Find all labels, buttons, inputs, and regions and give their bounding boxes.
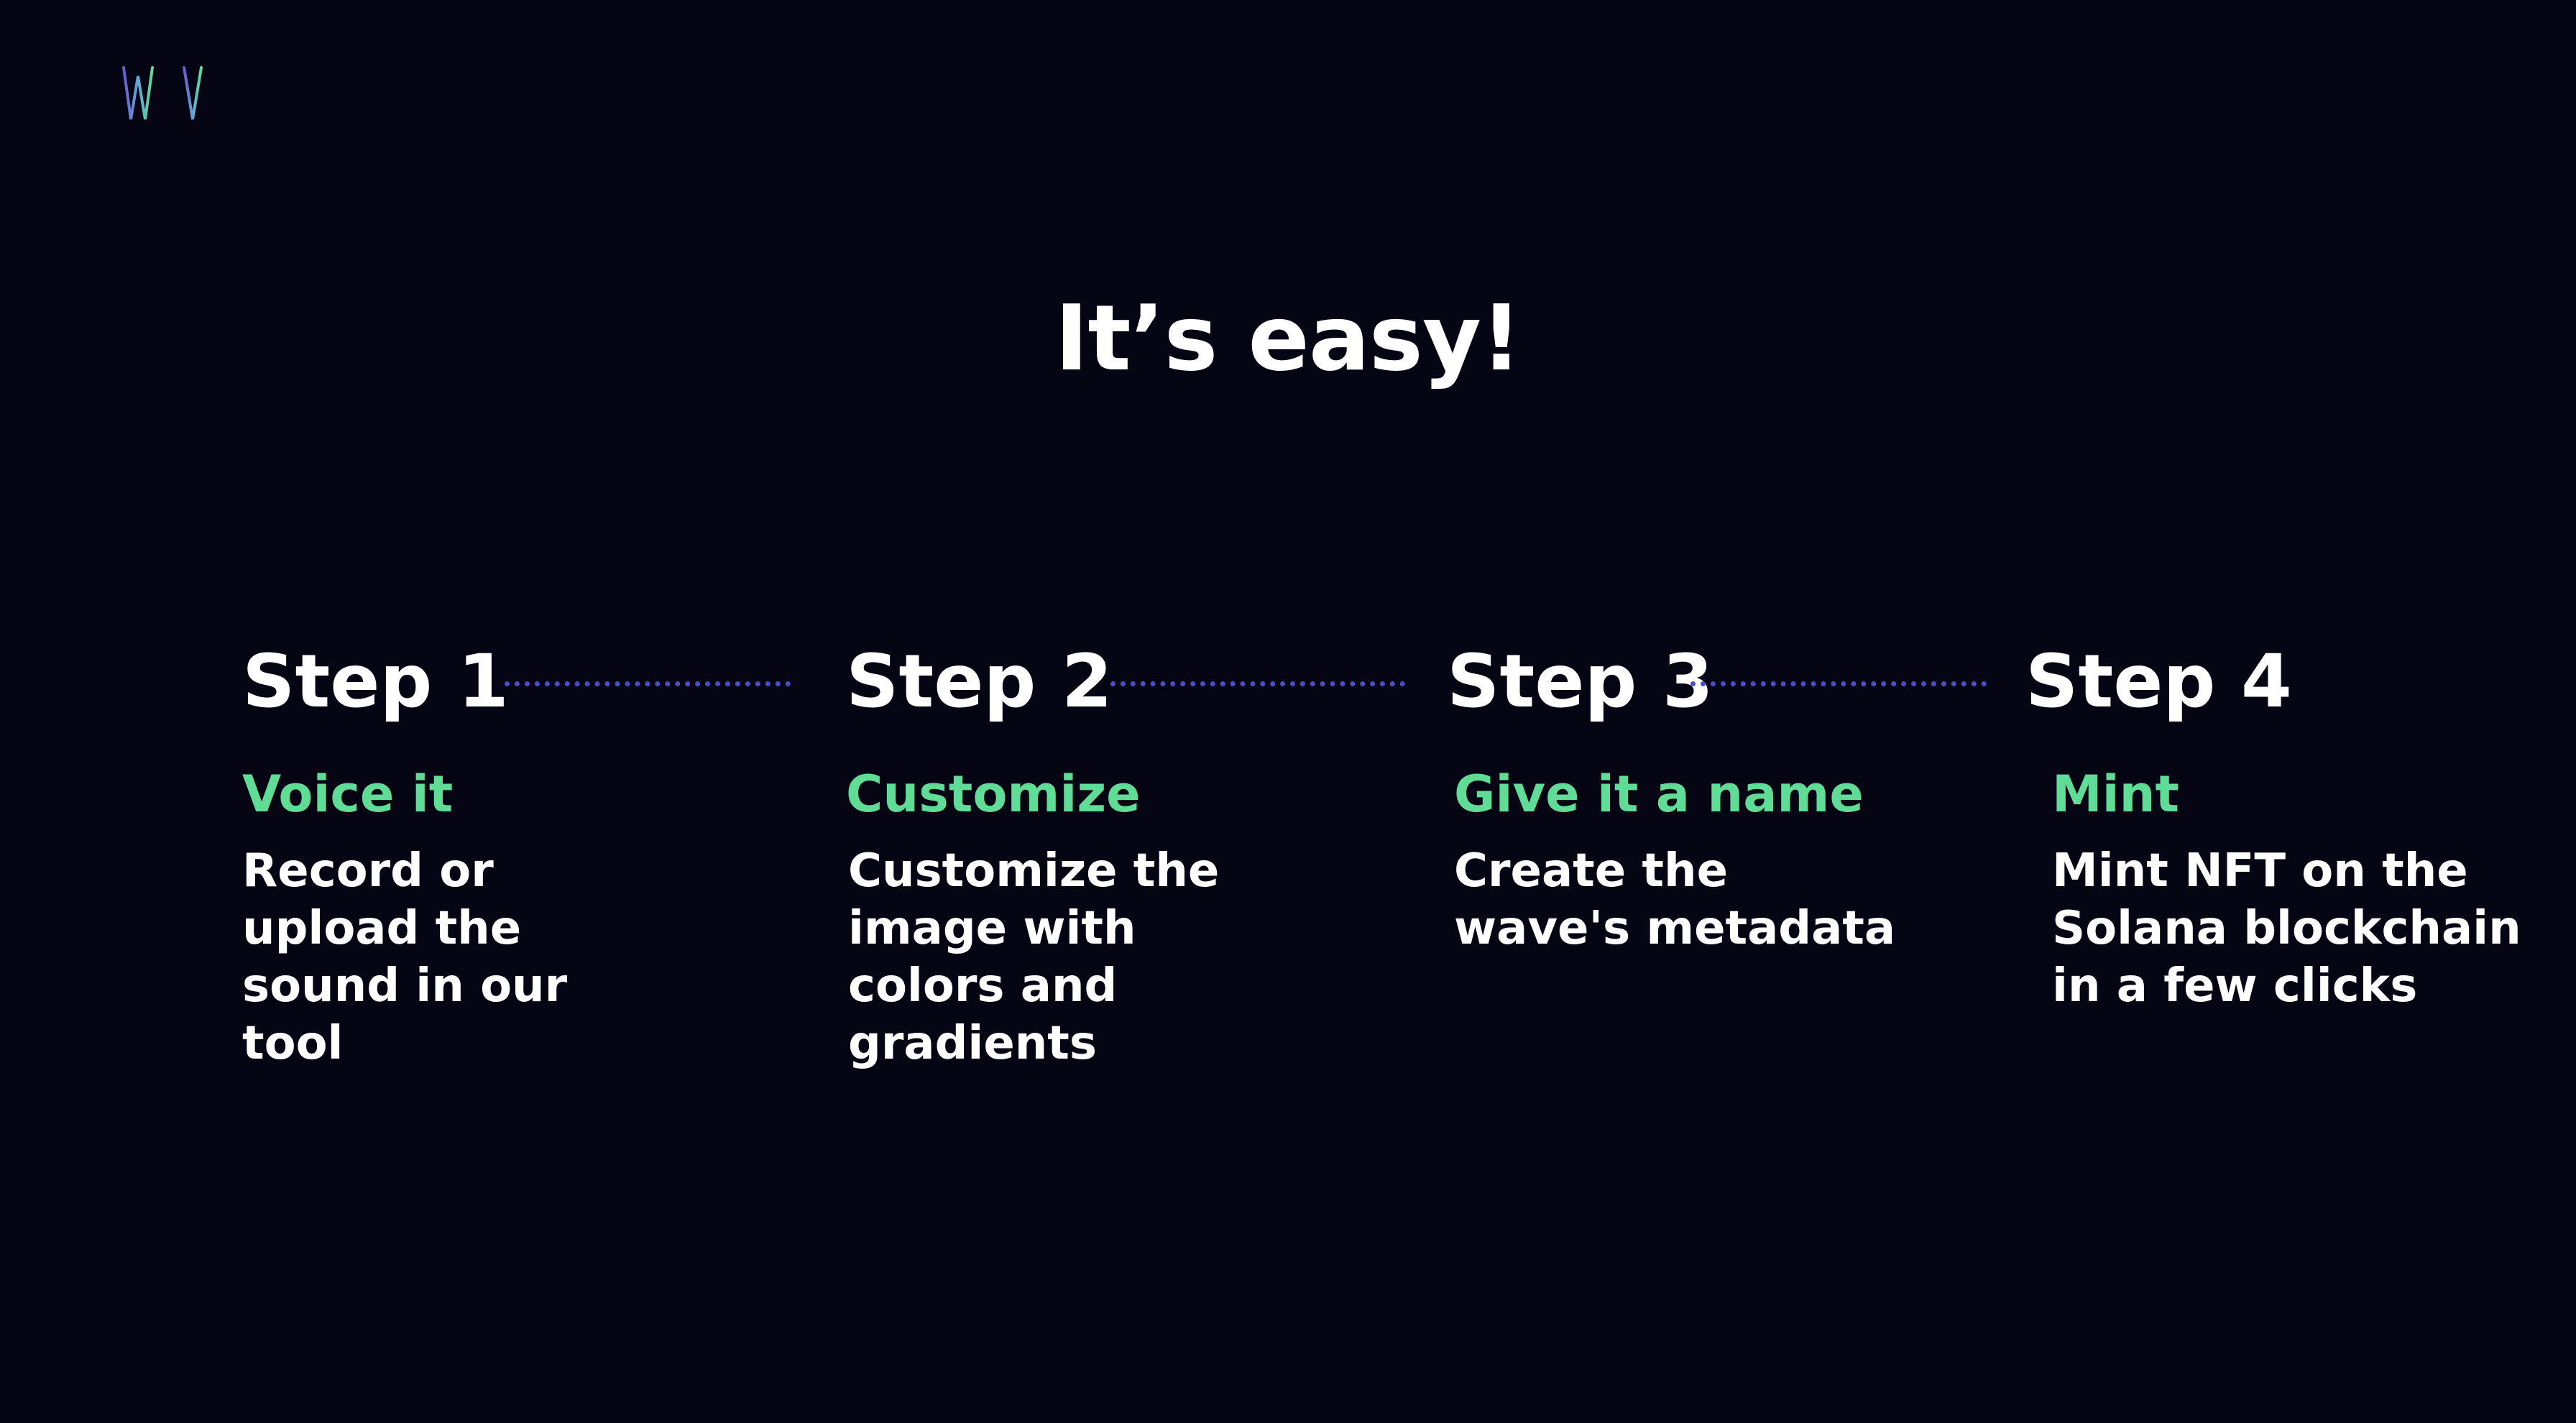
step-3-description: Create the wave's metadata: [1454, 844, 1896, 955]
step-4-name: Mint: [2052, 765, 2179, 824]
step-1-name: Voice it: [242, 765, 454, 824]
step-2-heading: Step 2: [846, 639, 1113, 724]
step-connector-1: [505, 681, 791, 686]
page-title: It’s easy!: [1054, 285, 1522, 391]
step-1-description: Record or upload the sound in our tool: [242, 844, 568, 1070]
step-2-name: Customize: [846, 765, 1141, 824]
step-3-name: Give it a name: [1454, 765, 1864, 824]
step-4-description: Mint NFT on the Solana blockchain in a f…: [2052, 844, 2521, 1013]
step-1-heading: Step 1: [242, 639, 509, 724]
wtv-logo: [105, 62, 227, 126]
step-2-description: Customize the image with colors and grad…: [848, 844, 1220, 1070]
step-3-heading: Step 3: [1447, 639, 1714, 724]
step-connector-2: [1110, 681, 1405, 686]
step-4-heading: Step 4: [2025, 639, 2292, 724]
wtv-logo-mark: [106, 66, 224, 121]
step-connector-3: [1690, 681, 1987, 686]
